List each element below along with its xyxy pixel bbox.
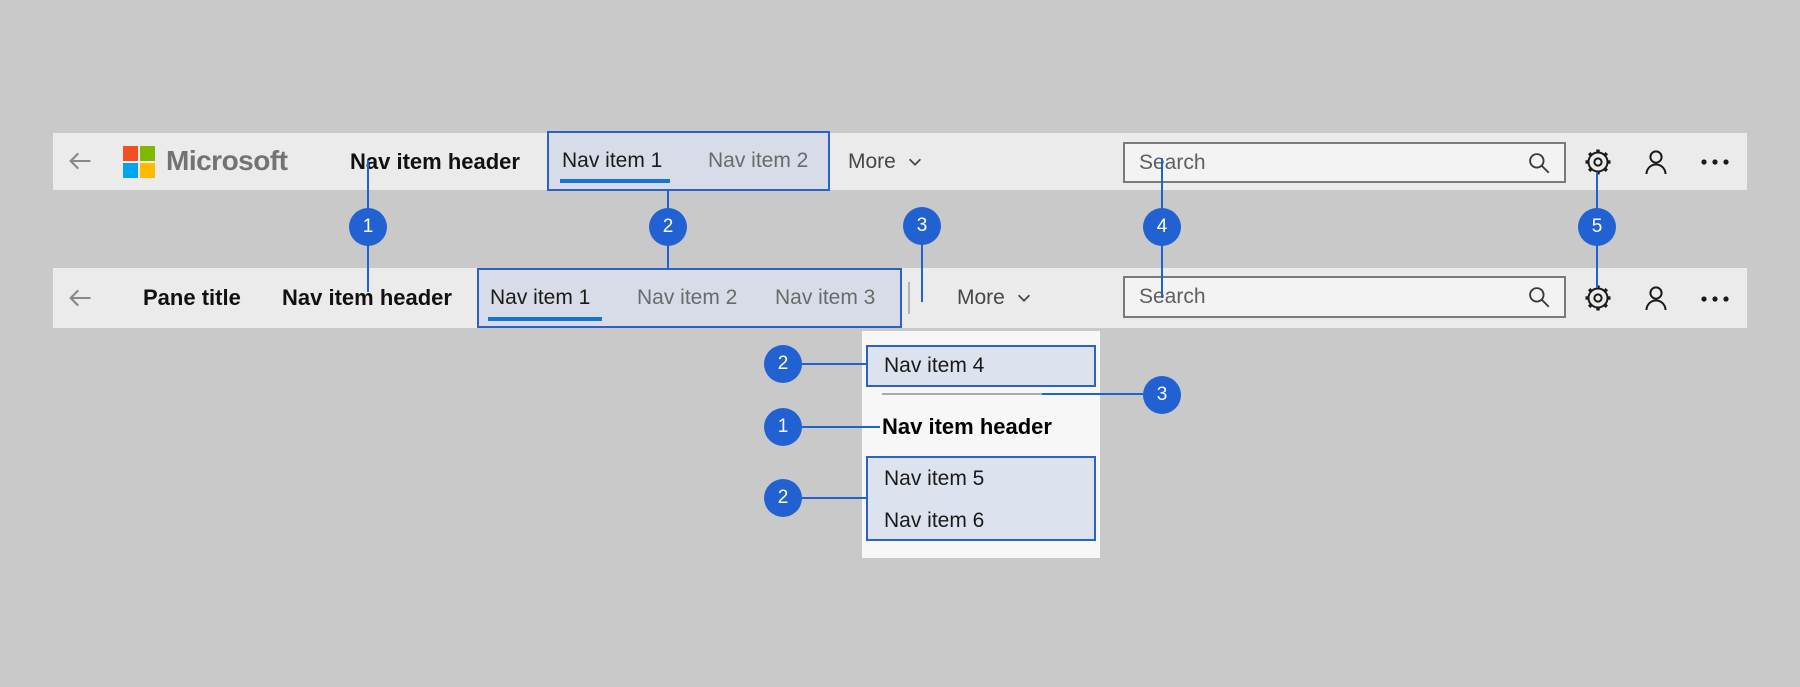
menu-item-4[interactable]: Nav item 4 [884, 354, 985, 377]
pane-nav-item-3[interactable]: Nav item 3 [775, 286, 876, 309]
logo-square-blue [123, 163, 138, 178]
menu-callout-badge-item4: 2 [764, 345, 802, 383]
top-header-bar: Microsoft Nav item header Nav item 1 Nav… [53, 131, 1747, 191]
person-icon [1645, 286, 1667, 311]
ellipsis-icon [1701, 296, 1729, 302]
pane-search-submit[interactable] [1526, 284, 1552, 310]
microsoft-logo-text: Microsoft [166, 145, 288, 176]
menu-divider [882, 393, 1042, 395]
person-icon [1645, 150, 1667, 175]
pane-back-button[interactable] [65, 283, 95, 313]
menu-items-5-6-highlight-box: Nav item 5 Nav item 6 [866, 456, 1096, 541]
top-more-label: More [848, 149, 896, 173]
top-account-button[interactable] [1638, 145, 1674, 179]
microsoft-logo[interactable]: Microsoft [123, 146, 288, 178]
back-arrow-icon [69, 152, 91, 170]
menu-item-5[interactable]: Nav item 5 [884, 467, 985, 490]
pane-search-input[interactable] [1125, 285, 1526, 309]
pane-header-bar: Pane title Nav item header Nav item 1 Na… [53, 268, 1747, 328]
pane-more-label: More [957, 286, 1005, 309]
pane-search-box [1123, 276, 1566, 318]
top-search-submit[interactable] [1526, 150, 1552, 176]
top-nav-item-1[interactable]: Nav item 1 [562, 149, 663, 172]
callout-badge-5: 5 [1578, 208, 1616, 246]
search-icon [1529, 287, 1550, 308]
gear-icon [1585, 285, 1611, 311]
pane-nav-item-1[interactable]: Nav item 1 [490, 286, 591, 309]
menu-item-6[interactable]: Nav item 6 [884, 509, 985, 532]
back-button[interactable] [65, 146, 95, 176]
search-icon [1529, 152, 1550, 173]
back-arrow-icon [69, 289, 91, 307]
top-more-options-button[interactable] [1697, 155, 1733, 169]
pane-more-options-button[interactable] [1697, 292, 1733, 306]
chevron-down-icon [1017, 294, 1030, 302]
callout-badge-2: 2 [649, 208, 687, 246]
pane-nav-items-highlight-box: Nav item 1 Nav item 2 Nav item 3 [477, 268, 902, 328]
top-nav-item-2[interactable]: Nav item 2 [708, 149, 809, 172]
menu-callout-line-divider [1042, 393, 1143, 395]
callout-badge-3: 3 [903, 207, 941, 245]
pane-nav-item-1-underline [488, 317, 602, 321]
menu-callout-badge-items56: 2 [764, 479, 802, 517]
top-settings-button[interactable] [1580, 145, 1616, 179]
menu-item-4-highlight-box: Nav item 4 [866, 345, 1096, 387]
logo-square-green [140, 146, 155, 161]
logo-square-red [123, 146, 138, 161]
menu-callout-badge-header: 1 [764, 408, 802, 446]
microsoft-logo-icon [123, 146, 155, 178]
menu-callout-badge-divider: 3 [1143, 376, 1181, 414]
logo-square-yellow [140, 163, 155, 178]
top-nav-items-highlight-box: Nav item 1 Nav item 2 [547, 131, 830, 191]
pane-settings-button[interactable] [1580, 281, 1616, 315]
callout-badge-4: 4 [1143, 208, 1181, 246]
callout-badge-1: 1 [349, 208, 387, 246]
pane-account-button[interactable] [1638, 281, 1674, 315]
pane-title: Pane title [143, 285, 241, 310]
pane-nav-item-header[interactable]: Nav item header [282, 285, 452, 310]
top-search-input[interactable] [1125, 150, 1526, 175]
top-search-box [1123, 142, 1566, 183]
gear-icon [1585, 149, 1611, 175]
pane-nav-item-2[interactable]: Nav item 2 [637, 286, 738, 309]
top-nav-item-1-underline [560, 179, 670, 183]
callout-line-3 [921, 244, 923, 302]
ellipsis-icon [1701, 159, 1729, 165]
chevron-down-icon [908, 158, 921, 166]
menu-callout-line-items56 [802, 497, 866, 499]
menu-nav-item-header: Nav item header [882, 414, 1052, 439]
menu-callout-line-header [802, 426, 880, 428]
menu-callout-line-item4 [802, 363, 866, 365]
overflow-menu-panel: Nav item 4 Nav item header Nav item 5 Na… [862, 331, 1100, 558]
nav-more-divider [908, 282, 910, 314]
top-nav-item-header[interactable]: Nav item header [350, 149, 520, 174]
pane-more-dropdown[interactable]: More [957, 268, 1033, 328]
top-more-dropdown[interactable]: More [848, 133, 924, 190]
